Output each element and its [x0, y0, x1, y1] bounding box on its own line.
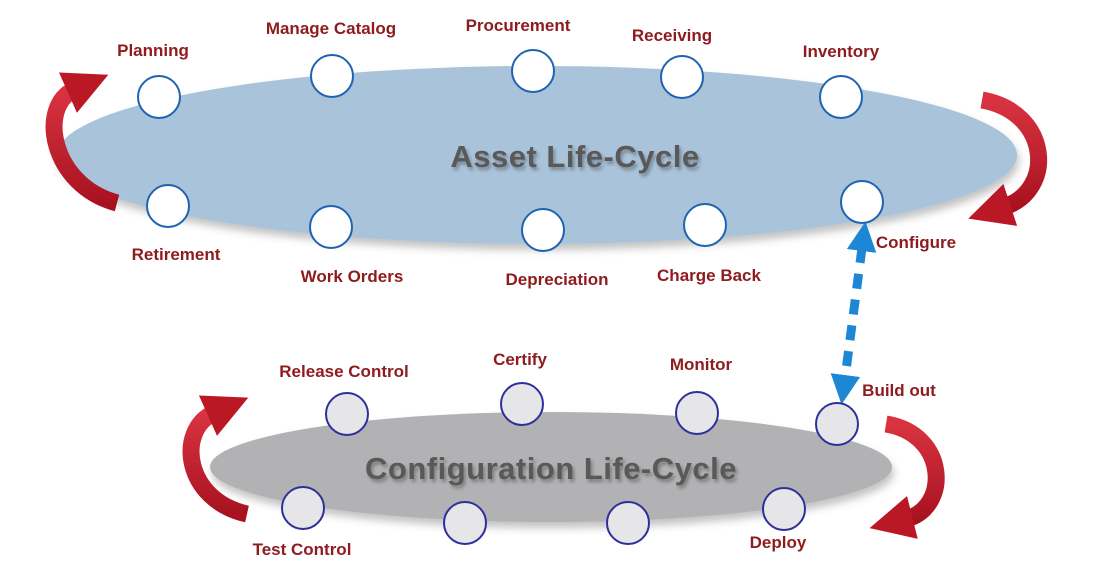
- asset-lifecycle-ellipse: [57, 66, 1017, 244]
- node-circle-build-out: [815, 402, 859, 446]
- node-circle-deploy: [762, 487, 806, 531]
- config-node-circles: [281, 382, 859, 545]
- node-label-charge-back: Charge Back: [657, 266, 761, 285]
- config-cycle-arrow-right-icon: [869, 415, 945, 539]
- node-label-inventory: Inventory: [802, 42, 880, 61]
- node-circle-charge-back: [683, 203, 727, 247]
- node-circle-planning: [137, 75, 181, 119]
- node-circle-retirement: [146, 184, 190, 228]
- node-circle-manage-catalog: [310, 54, 354, 98]
- node-circle-unlabeled-1: [443, 501, 487, 545]
- asset-cycle-title: Asset Life-Cycle: [450, 139, 700, 174]
- config-cycle-arrow-left-icon: [182, 395, 250, 523]
- node-label-manage-catalog: Manage Catalog: [265, 19, 397, 38]
- asset-cycle-arrow-right-icon: [968, 91, 1047, 226]
- node-label-planning: Planning: [117, 41, 189, 60]
- node-circle-inventory: [819, 75, 863, 119]
- config-cycle-title: Configuration Life-Cycle: [365, 451, 737, 486]
- node-label-build-out: Build out: [862, 381, 936, 400]
- node-circle-work-orders: [309, 205, 353, 249]
- node-label-configure: Configure: [875, 233, 957, 252]
- node-label-certify: Certify: [493, 350, 547, 369]
- node-label-retirement: Retirement: [131, 245, 221, 264]
- node-circle-unlabeled-2: [606, 501, 650, 545]
- node-label-test-control: Test Control: [252, 540, 352, 559]
- node-circle-certify: [500, 382, 544, 426]
- node-label-monitor: Monitor: [669, 355, 733, 374]
- node-circle-depreciation: [521, 208, 565, 252]
- asset-cycle-arrow-left-icon: [45, 72, 120, 212]
- node-label-receiving: Receiving: [631, 26, 713, 45]
- node-label-release-control: Release Control: [279, 362, 409, 381]
- node-circle-monitor: [675, 391, 719, 435]
- node-label-work-orders: Work Orders: [300, 267, 404, 286]
- configure-buildout-link-arrow-icon: [830, 221, 877, 405]
- node-circle-test-control: [281, 486, 325, 530]
- node-circle-receiving: [660, 55, 704, 99]
- node-label-procurement: Procurement: [465, 16, 571, 35]
- asset-node-circles: [137, 49, 884, 252]
- node-label-deploy: Deploy: [749, 533, 807, 552]
- config-lifecycle-ellipse: [210, 412, 892, 522]
- node-circle-procurement: [511, 49, 555, 93]
- node-label-depreciation: Depreciation: [505, 270, 609, 289]
- node-circle-release-control: [325, 392, 369, 436]
- node-circle-configure: [840, 180, 884, 224]
